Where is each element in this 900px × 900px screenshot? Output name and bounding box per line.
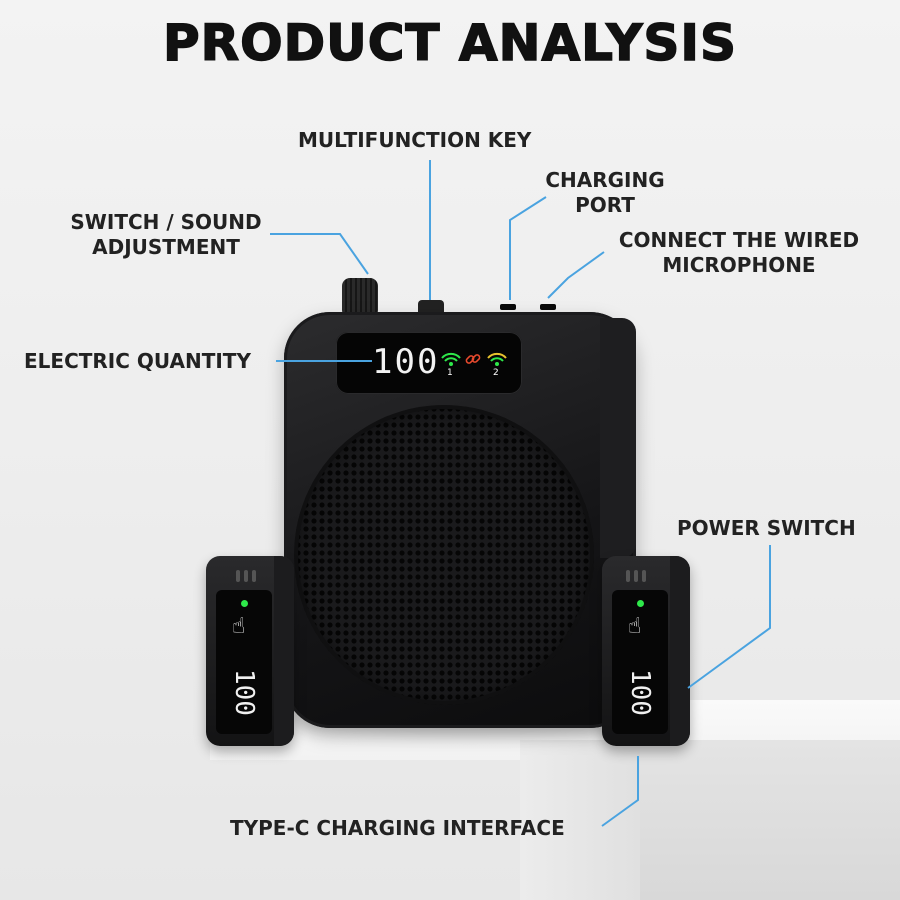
pedestal-front	[640, 740, 900, 900]
callout-power-switch: POWER SWITCH	[677, 516, 856, 540]
pedestal-side	[520, 740, 640, 900]
callout-line-text: CONNECT THE WIRED	[618, 228, 860, 252]
mic-vent	[634, 570, 638, 582]
charging-port	[500, 304, 516, 310]
mic-vent	[236, 570, 240, 582]
callout-line-switch	[270, 233, 369, 275]
transmitter-clip	[670, 556, 690, 746]
mic-port	[540, 304, 556, 310]
callout-line-microphone	[547, 251, 605, 299]
callout-connect-mic: CONNECT THE WIRED MICROPHONE	[610, 228, 868, 278]
speaker-clip	[600, 318, 636, 558]
speaker-display: 100 1 2	[336, 332, 522, 394]
callout-electric-quantity: ELECTRIC QUANTITY	[24, 349, 251, 373]
battery-readout: 100	[372, 342, 440, 382]
wifi-signal-icon	[441, 352, 461, 366]
callout-switch-sound: SWITCH / SOUND ADJUSTMENT	[66, 210, 266, 260]
mic-vent	[244, 570, 248, 582]
callout-line-text: PORT	[575, 193, 635, 217]
callout-charging-port: CHARGING PORT	[540, 168, 670, 218]
callout-line-charging	[509, 196, 547, 300]
callout-line-text: CHARGING	[545, 168, 665, 192]
transmitter-clip	[274, 556, 294, 746]
callout-line-power	[687, 545, 771, 689]
transmitter-screen: ☝ 100	[612, 590, 668, 734]
link-icon	[465, 354, 481, 364]
status-led	[241, 600, 248, 607]
transmitter-left: ☝ 100	[206, 556, 294, 746]
callout-type-c: TYPE-C CHARGING INTERFACE	[230, 816, 565, 840]
mic-vent	[252, 570, 256, 582]
mic-vent	[642, 570, 646, 582]
wifi-signal-icon	[487, 352, 507, 366]
mic-vent	[626, 570, 630, 582]
callout-line-typec	[601, 756, 639, 827]
channel-1-label: 1	[447, 368, 453, 378]
callout-multifunction-key: MULTIFUNCTION KEY	[298, 128, 532, 152]
volume-knob	[342, 278, 378, 318]
multifunction-key	[418, 300, 444, 312]
status-led	[637, 600, 644, 607]
callout-line-text: MICROPHONE	[662, 253, 816, 277]
transmitter-right: ☝ 100	[602, 556, 690, 746]
speaker-grille	[294, 405, 594, 705]
callout-line-text: SWITCH / SOUND	[70, 210, 262, 234]
transmitter-screen: ☝ 100	[216, 590, 272, 734]
channel-2-label: 2	[493, 368, 499, 378]
page-title: PRODUCT ANALYSIS	[162, 13, 738, 73]
touch-hand-icon: ☝	[232, 614, 246, 639]
touch-hand-icon: ☝	[628, 614, 642, 639]
callout-line-text: ADJUSTMENT	[92, 235, 240, 259]
